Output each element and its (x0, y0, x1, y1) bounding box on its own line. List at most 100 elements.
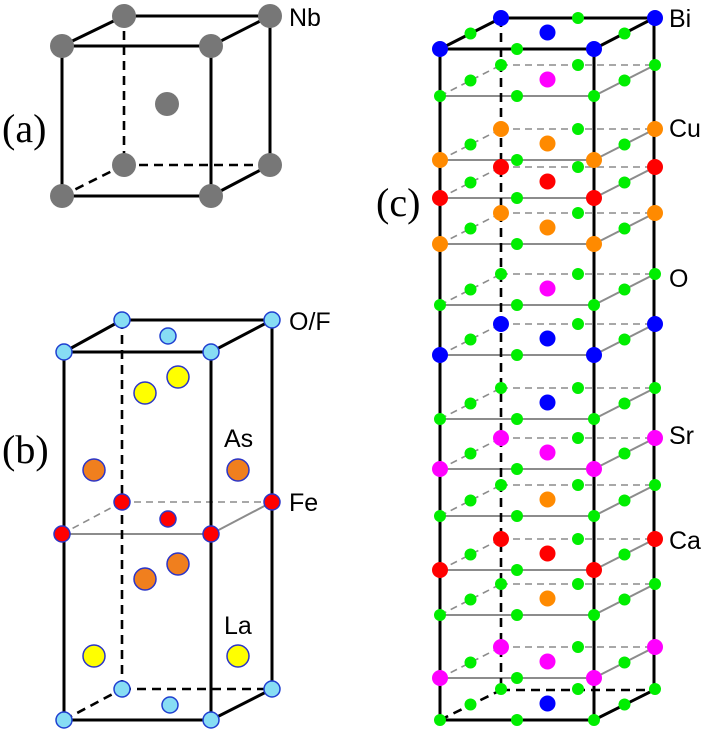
o-atom (511, 192, 523, 204)
o-atom (464, 593, 477, 606)
o-atom (464, 138, 477, 151)
fe-atom (263, 493, 281, 511)
nb-atom (112, 153, 136, 177)
o-atom (511, 43, 523, 55)
o-atom (464, 283, 477, 296)
o-atom (434, 299, 446, 311)
o-atom (511, 413, 523, 425)
la-atom (82, 458, 106, 482)
panel-b-as-atoms (82, 365, 250, 668)
of-atom (113, 311, 131, 329)
of-atom (113, 680, 131, 698)
cu-atom (647, 430, 663, 446)
nb-atom (112, 4, 136, 28)
sr-atom (539, 135, 556, 152)
o-atom (618, 176, 631, 189)
ca-label: Ca (669, 527, 701, 555)
o-atom (572, 641, 584, 653)
o-atom (464, 333, 477, 346)
panel-b-fe-atoms (53, 493, 281, 543)
bi-atom (493, 10, 509, 26)
bi-label: Bi (669, 5, 691, 33)
bi-atom (647, 316, 663, 332)
o-atom (572, 207, 584, 219)
o-atom (572, 683, 584, 695)
cu-atom (539, 71, 556, 88)
of-atom (263, 680, 281, 698)
sr-atom (493, 121, 509, 137)
o-atom (572, 161, 584, 173)
cu-atom (493, 639, 509, 655)
o-atom (618, 494, 631, 507)
of-label: O/F (289, 308, 331, 336)
o-atom (495, 683, 507, 695)
o-atom (572, 12, 584, 24)
sr-label: Sr (669, 422, 694, 450)
o-atom (618, 698, 631, 711)
bi-atom (539, 695, 556, 712)
cu-atom (432, 461, 448, 477)
sr-atom (647, 205, 663, 221)
la-atom (226, 458, 250, 482)
nb-atom-body-center (155, 92, 179, 116)
cu-atom (539, 653, 556, 670)
bi-atom (493, 316, 509, 332)
o-atom (618, 138, 631, 151)
sr-atom (647, 121, 663, 137)
panel-b-fe-plane (61, 501, 273, 535)
la-atom (133, 567, 157, 591)
o-atom (572, 123, 584, 135)
o-atom (572, 578, 584, 590)
ca-atom (647, 159, 663, 175)
o-atom (588, 609, 600, 621)
ca-atom (539, 173, 556, 190)
o-atom (588, 413, 600, 425)
o-atom (511, 349, 523, 361)
sr-atom (493, 205, 509, 221)
panel-b-label: (b) (2, 427, 49, 472)
o-atom (618, 74, 631, 87)
o-atom (464, 222, 477, 235)
o-atom (588, 714, 600, 726)
panel-c-bi2212-cell: (c) Bi Cu O Sr Ca (376, 5, 701, 726)
cu-atom (539, 280, 556, 297)
o-atom (511, 714, 523, 726)
o-atom (618, 656, 631, 669)
ca-atom (493, 531, 509, 547)
o-atom (464, 494, 477, 507)
o-atom (495, 382, 507, 394)
ca-atom (586, 190, 602, 206)
o-atom (511, 463, 523, 475)
o-atom (572, 268, 584, 280)
o-atom (464, 548, 477, 561)
o-atom (511, 299, 523, 311)
o-atom (588, 510, 600, 522)
o-atom (464, 397, 477, 410)
bi-atom (539, 24, 556, 41)
o-atom (511, 238, 523, 250)
sr-atom (432, 236, 448, 252)
o-label: O (669, 265, 688, 293)
o-atom (649, 382, 661, 394)
bi-atom (432, 347, 448, 363)
cu-atom (432, 670, 448, 686)
cu-atom (586, 670, 602, 686)
panel-b-lafeaso-cell: (b) O/F As Fe La (2, 308, 331, 729)
o-atom (649, 59, 661, 71)
o-atom (511, 609, 523, 621)
sr-atom (432, 152, 448, 168)
bi-atom (539, 394, 556, 411)
cu-atom (586, 461, 602, 477)
o-atom (618, 333, 631, 346)
o-atom (572, 59, 584, 71)
bi-atom (432, 41, 448, 57)
o-atom (434, 609, 446, 621)
cu-label: Cu (669, 115, 701, 143)
as-atom (166, 365, 190, 389)
of-atom (202, 711, 220, 729)
o-atom (618, 27, 631, 40)
nb-label: Nb (289, 4, 321, 32)
panel-c-layer-planes (439, 64, 656, 679)
fe-atom (202, 525, 220, 543)
panel-a-label: (a) (2, 106, 46, 151)
